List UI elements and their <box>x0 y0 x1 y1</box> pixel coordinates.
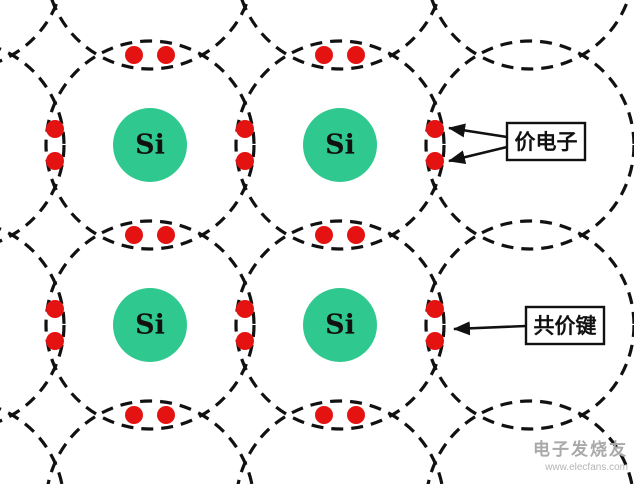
valence-shell <box>50 0 250 71</box>
electron-dot <box>46 332 64 350</box>
valence-shell <box>424 219 634 431</box>
electron-dot <box>426 300 444 318</box>
electron-dot <box>426 120 444 138</box>
covalent-bond-annotation: 共价键 <box>453 305 606 346</box>
electron-dot <box>426 332 444 350</box>
si-atom-label: Si <box>135 130 165 161</box>
si-atom-label: Si <box>325 130 355 161</box>
si-atom <box>303 288 377 362</box>
valence-electron-annotation: 价电子 <box>448 121 587 165</box>
electron-dot <box>157 46 175 64</box>
valence-electron-label: 价电子 <box>515 131 578 154</box>
electron-dot <box>236 152 254 170</box>
electrons <box>46 46 444 424</box>
valence-electron-arrow <box>448 123 508 139</box>
electron-dot <box>347 226 365 244</box>
electron-dot <box>236 120 254 138</box>
valence-shell <box>424 39 634 251</box>
electron-dot <box>157 406 175 424</box>
electron-dot <box>125 226 143 244</box>
valence-shell <box>240 0 440 71</box>
watermark-brand: 电子发烧友 <box>533 439 628 459</box>
covalent-bond-label: 共价键 <box>534 314 597 338</box>
si-atom <box>303 108 377 182</box>
electron-dot <box>315 406 333 424</box>
electron-dot <box>347 46 365 64</box>
covalent-bond-box <box>524 305 606 346</box>
valence-shell <box>0 407 64 484</box>
electron-dot <box>315 46 333 64</box>
valence-shell <box>44 219 256 431</box>
si-atom-label: Si <box>135 310 165 341</box>
valence-shell <box>46 399 254 484</box>
covalent-bond-arrow <box>453 321 527 336</box>
electron-dot <box>236 332 254 350</box>
valence-shell <box>426 399 634 484</box>
electron-dot <box>157 226 175 244</box>
valence-shell <box>234 219 446 431</box>
electron-dot <box>46 152 64 170</box>
electron-dot <box>236 300 254 318</box>
valence-shell <box>430 0 630 71</box>
electron-dot <box>125 46 143 64</box>
si-atom <box>113 288 187 362</box>
valence-shell <box>0 47 66 243</box>
si-atom <box>113 108 187 182</box>
valence-electron-box <box>505 121 587 162</box>
electron-dot <box>426 152 444 170</box>
valence-shell <box>0 227 66 423</box>
valence-shell <box>44 39 256 251</box>
valence-electron-arrow <box>448 145 508 165</box>
valence-shell <box>234 39 446 251</box>
electron-dot <box>46 120 64 138</box>
watermark-url: www.elecfans.com <box>545 462 628 473</box>
valence-shell <box>0 0 60 63</box>
si-atom-label: Si <box>325 310 355 341</box>
electron-dot <box>46 300 64 318</box>
watermark: 电子发烧友 www.elecfans.com <box>533 439 628 474</box>
electron-dot <box>315 226 333 244</box>
electron-dot <box>125 406 143 424</box>
valence-shell <box>236 399 444 484</box>
electron-dot <box>347 406 365 424</box>
